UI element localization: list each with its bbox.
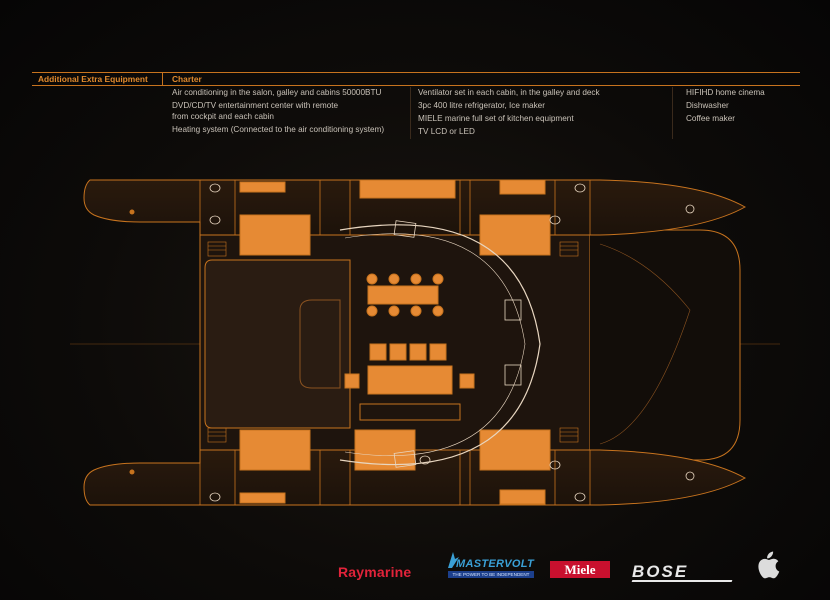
aft-cockpit	[204, 259, 351, 429]
salon-window-arc-inner	[344, 233, 526, 456]
miele-logo: Miele	[550, 561, 610, 578]
mastervolt-tagline: THE POWER TO BE INDEPENDENT	[448, 571, 534, 578]
raymarine-logo: Raymarine	[338, 564, 412, 580]
list-item: Coffee maker	[686, 114, 735, 123]
list-item: HIFIHD home cinema	[686, 88, 765, 97]
trampoline-net	[599, 243, 691, 445]
hull-partitions	[199, 180, 591, 505]
list-item: TV LCD or LED	[418, 127, 475, 136]
trampoline-outline	[590, 229, 741, 461]
list-item: Dishwasher	[686, 101, 729, 110]
stbd-bunk	[499, 489, 546, 505]
list-item: Heating system (Connected to the air con…	[172, 125, 385, 134]
heads	[209, 183, 695, 502]
port-aft-berth	[239, 214, 311, 256]
list-item: MIELE marine full set of kitchen equipme…	[418, 114, 574, 123]
equipment-column-1: Air conditioning in the salon, galley an…	[172, 87, 384, 135]
stbd-bow-fitting	[129, 469, 135, 475]
table-header-divider	[162, 73, 163, 85]
salon-chairs	[344, 343, 475, 389]
stbd-aft-berth	[239, 429, 311, 471]
catamaran-deck-plan	[70, 179, 780, 506]
stairs	[207, 241, 579, 443]
apple-logo-icon	[758, 551, 780, 579]
equipment-column-3: HIFIHD home cinema Dishwasher Coffee mak…	[686, 87, 765, 124]
bose-underline	[631, 580, 733, 582]
salon-window-arc	[339, 224, 541, 466]
table-top-rule	[32, 72, 800, 73]
equipment-column-2: Ventilator set in each cabin, in the gal…	[418, 87, 600, 137]
salon-sofa	[359, 403, 461, 421]
port-locker	[239, 181, 286, 193]
salon-coffee-table	[367, 365, 453, 395]
port-bow-fitting	[129, 209, 135, 215]
dining-chairs	[366, 273, 444, 317]
column-separator	[410, 87, 411, 139]
table-header-rule	[32, 85, 800, 86]
list-item: Ventilator set in each cabin, in the gal…	[418, 88, 600, 97]
dining-table	[367, 285, 439, 305]
table-header-charter: Charter	[172, 74, 202, 84]
stbd-fwd-berth	[479, 429, 551, 471]
helm-chairs	[393, 220, 522, 468]
list-item: Air conditioning in the salon, galley an…	[172, 88, 382, 97]
mastervolt-logo: MASTERVOLT THE POWER TO BE INDEPENDENT	[444, 552, 536, 582]
list-item: from cockpit and each cabin	[172, 112, 274, 121]
column-separator	[672, 87, 673, 139]
mastervolt-swoosh-icon	[448, 552, 459, 568]
port-bunk	[499, 179, 546, 195]
cockpit-seat	[299, 299, 341, 389]
port-galley	[359, 179, 456, 199]
list-item: DVD/CD/TV entertainment center with remo…	[172, 101, 339, 110]
mastervolt-wordmark: MASTERVOLT	[456, 558, 534, 570]
list-item: 3pc 400 litre refrigerator, Ice maker	[418, 101, 545, 110]
stbd-locker	[239, 492, 286, 504]
bose-logo: BOSE	[632, 562, 689, 581]
port-fwd-berth	[479, 214, 551, 256]
brand-logos: Raymarine MASTERVOLT THE POWER TO BE IND…	[0, 548, 830, 588]
table-header-equipment: Additional Extra Equipment	[38, 74, 148, 84]
